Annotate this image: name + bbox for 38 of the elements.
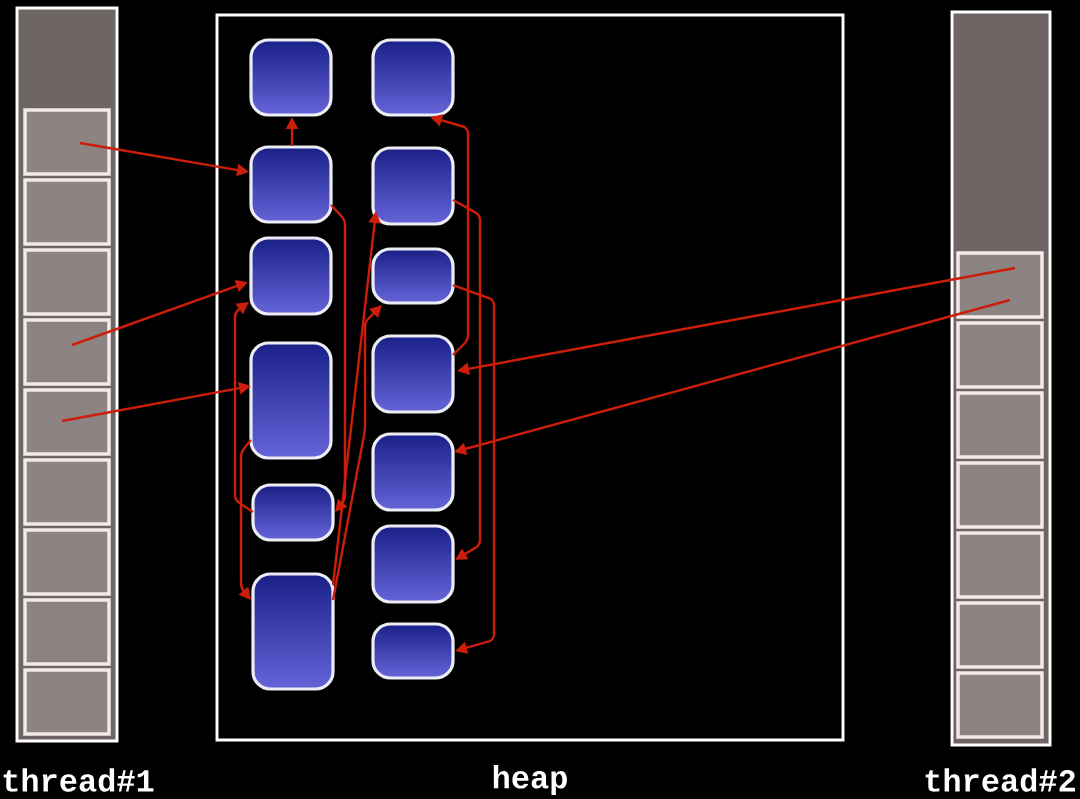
heap-object xyxy=(249,341,333,460)
stack-slot xyxy=(23,248,111,316)
arrow xyxy=(233,302,254,513)
stack-slot xyxy=(956,601,1044,669)
stack-slot xyxy=(956,391,1044,459)
arrow xyxy=(452,283,496,654)
heap-object xyxy=(371,38,455,117)
heap-object xyxy=(371,524,455,604)
heap-object xyxy=(371,622,455,680)
stack-slot xyxy=(956,531,1044,599)
stack-slot xyxy=(23,458,111,526)
heap-object xyxy=(371,432,455,512)
node-label: thread#1 xyxy=(3,768,154,792)
heap-frame: heap xyxy=(215,13,845,795)
heap-object xyxy=(249,145,333,224)
arrow xyxy=(330,204,348,512)
stack-slot xyxy=(23,388,111,456)
stack-slot xyxy=(956,251,1044,319)
arrow xyxy=(331,305,382,601)
stack-slot xyxy=(23,528,111,596)
node-label: thread#2 xyxy=(925,768,1075,792)
stack-slot xyxy=(23,178,111,246)
stack-slot xyxy=(23,318,111,386)
stack-slot xyxy=(23,668,111,736)
arrow xyxy=(452,198,482,560)
stack-slot xyxy=(956,671,1044,739)
stack-slot xyxy=(23,598,111,666)
heap-object xyxy=(249,38,333,117)
heap-object xyxy=(251,483,335,542)
heap-object xyxy=(251,572,335,691)
heap-object xyxy=(371,247,455,305)
heap-object xyxy=(249,236,333,316)
stack-slot xyxy=(956,461,1044,529)
heap-object xyxy=(371,334,455,414)
stack-slot xyxy=(23,108,111,176)
stack-slot xyxy=(956,321,1044,389)
node-label: heap xyxy=(493,765,567,795)
heap-object xyxy=(371,146,455,226)
